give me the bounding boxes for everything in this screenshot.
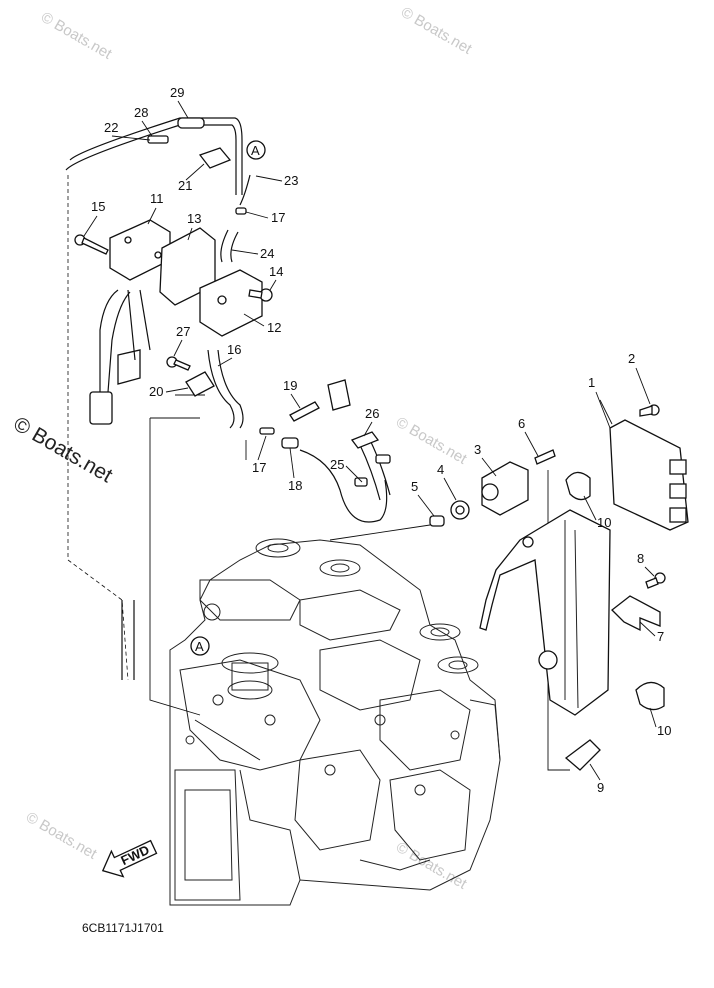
connector-ref-a-bottom: A [190, 636, 210, 656]
part-29-hose [177, 117, 205, 129]
callout-29: 29 [170, 85, 184, 100]
callout-2: 2 [628, 351, 635, 366]
callout-labels: 1 2 3 4 5 6 7 8 9 10 10 11 12 13 14 15 1… [91, 85, 671, 795]
watermark-top-left: © Boats.net [38, 9, 115, 63]
callout-16: 16 [227, 342, 241, 357]
callout-15: 15 [91, 199, 105, 214]
callout-21: 21 [178, 178, 192, 193]
callout-28: 28 [134, 105, 148, 120]
watermark-middle-right: © Boats.net [393, 414, 470, 468]
part-4-grommet [450, 500, 470, 520]
callout-leaders [83, 100, 657, 781]
fwd-arrow: FWD [101, 839, 158, 878]
callout-7: 7 [657, 629, 664, 644]
callout-3: 3 [474, 442, 481, 457]
callout-19: 19 [283, 378, 297, 393]
callout-5: 5 [411, 479, 418, 494]
part-12-rectifier [199, 269, 263, 337]
diagram-code: 6CB1171J1701 [82, 921, 164, 935]
part-19-hose [289, 379, 351, 422]
part-27-bolt [166, 356, 191, 371]
callout-11: 11 [150, 191, 164, 206]
part-2-bolt [639, 404, 660, 417]
part-1-ecm [609, 419, 689, 531]
connector-ref-a-top: A [246, 140, 266, 160]
callout-17a: 17 [271, 210, 285, 225]
callout-17b: 17 [252, 460, 266, 475]
connector-ref-a-top-label: A [251, 143, 260, 158]
callout-25: 25 [330, 457, 344, 472]
part-9-clip [564, 739, 601, 771]
part-28-joint [147, 135, 169, 144]
connector-ref-a-bottom-label: A [195, 639, 204, 654]
callout-22: 22 [104, 120, 118, 135]
wire-harness-and-hoses [65, 117, 613, 771]
fwd-label: FWD [118, 842, 151, 868]
part-10-clip [565, 471, 665, 711]
callout-20: 20 [149, 384, 163, 399]
watermark-bottom-left: © Boats.net [23, 809, 100, 863]
callout-8: 8 [637, 551, 644, 566]
part-20-clamp [185, 371, 215, 397]
callout-24: 24 [260, 246, 274, 261]
callout-6: 6 [518, 416, 525, 431]
watermark-top-right: © Boats.net [398, 4, 475, 58]
watermark-bottom-right: © Boats.net [393, 839, 470, 893]
part-21-clamp [198, 147, 232, 169]
part-5-washer [429, 515, 445, 527]
callout-13: 13 [187, 211, 201, 226]
callout-23: 23 [284, 173, 298, 188]
engine-block [169, 538, 501, 906]
part-26-joint [350, 431, 380, 449]
part-connector-harness [89, 289, 151, 425]
bracket-assembly [479, 509, 611, 716]
part-3-sensor [481, 461, 529, 516]
part-17-joint [235, 207, 275, 435]
part-8-bolt [645, 572, 666, 589]
callout-27: 27 [176, 324, 190, 339]
callout-12: 12 [267, 320, 281, 335]
callout-4: 4 [437, 462, 444, 477]
callout-10b: 10 [657, 723, 671, 738]
part-14-bolt [248, 288, 273, 302]
part-6-bolt [534, 449, 556, 465]
callout-9: 9 [597, 780, 604, 795]
callout-14: 14 [269, 264, 283, 279]
callout-10a: 10 [597, 515, 611, 530]
part-18-hose-joint [281, 437, 299, 449]
callout-26: 26 [365, 406, 379, 421]
part-25-joint [354, 454, 391, 487]
callout-18: 18 [288, 478, 302, 493]
callout-1: 1 [588, 375, 595, 390]
part-15-bolt [74, 234, 109, 255]
part-7-bracket [611, 595, 661, 632]
